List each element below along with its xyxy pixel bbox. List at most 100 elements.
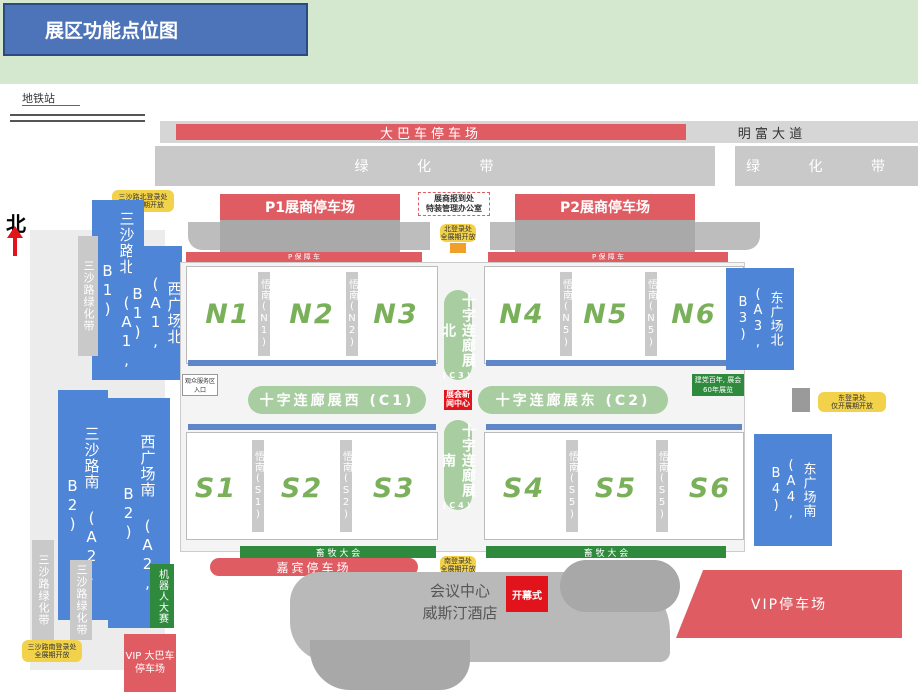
passage-s2-label: 悟南(S2) <box>340 451 352 521</box>
sansha-greenbelt-1: 三沙路绿化带 <box>78 236 98 356</box>
corridor-north-code: (C3) <box>442 371 474 380</box>
passage-s1: 悟南(S1) <box>252 440 264 532</box>
hall-s1[interactable]: S1 <box>194 472 238 504</box>
big-bus-parking: 大巴车停车场 <box>176 124 686 142</box>
passage-n1: 悟南(N1) <box>258 272 270 356</box>
husbandry-east: 畜 牧 大 会 <box>486 546 726 559</box>
passage-s2: 悟南(S2) <box>340 440 352 532</box>
sansha-south-registration: 三沙路南登录处 全展期开放 <box>22 640 82 662</box>
passage-s6: 悟南(S5) <box>656 440 668 532</box>
conference-annex <box>560 560 680 612</box>
hall-s6[interactable]: S6 <box>688 472 732 504</box>
exhibitor-checkin-office: 展商报到处 特装管理办公室 <box>418 192 490 216</box>
corridor-south[interactable]: 十字连廊展南 (C4) <box>440 420 476 510</box>
visitor-service-entrance: 观众服务区入口 <box>182 374 218 396</box>
passage-n2-label: 悟南(N2) <box>346 279 358 349</box>
passage-n1-label: 悟南(N1) <box>258 279 270 349</box>
east-registration: 东登录处 仅开展期开放 <box>818 392 886 412</box>
north-west-booths <box>188 360 436 366</box>
special-equipment-label: 特装管理办公室 <box>426 204 482 213</box>
hall-n2[interactable]: N2 <box>289 298 335 330</box>
south-west-halls <box>186 432 438 540</box>
hall-n3[interactable]: N3 <box>373 298 419 330</box>
east-reg-sub: 仅开展期开放 <box>831 402 873 410</box>
p-guarantee-east: P 保 障 车 <box>488 252 728 262</box>
husbandry-west: 畜 牧 大 会 <box>240 546 436 559</box>
passage-n5: 悟南(N5) <box>560 272 572 356</box>
hall-s3[interactable]: S3 <box>372 472 416 504</box>
east-plaza-north-label: 东广场北 (A3, B3) <box>735 287 783 351</box>
p2-building <box>515 220 695 256</box>
greenbelt-right: 绿 化 带 <box>735 146 918 186</box>
sansha-north-reg-label: 三沙路北登录处 <box>118 192 168 201</box>
passage-n5b: 悟南(N5) <box>645 272 657 356</box>
hall-s2[interactable]: S2 <box>280 472 324 504</box>
sansha-south-reg-label: 三沙路南登录处 <box>27 642 77 651</box>
corridor-east[interactable]: 十字连廊展东 (C2) <box>478 386 668 414</box>
sansha-greenbelt-3: 三沙路绿化带 <box>70 560 92 640</box>
passage-s5-label: 悟南(S5) <box>566 451 578 521</box>
exhibitor-checkin-label: 展商报到处 <box>434 193 474 203</box>
sansha-north-label: 三沙路北 (A1, B1) <box>98 210 136 370</box>
vip-parking: VIP停车场 <box>676 570 902 638</box>
metro-station: 地铁站 <box>22 90 80 106</box>
passage-n5b-label: 悟南(N5) <box>645 279 657 349</box>
north-registration: 北登录处 全展期开放 <box>440 224 476 242</box>
sansha-south-reg-sub: 全展期开放 <box>34 651 70 659</box>
hall-n4[interactable]: N4 <box>499 298 545 330</box>
news-center: 展会新闻中心 <box>444 390 472 410</box>
hall-n1[interactable]: N1 <box>205 298 251 330</box>
north-east-booths <box>486 360 742 366</box>
east-reg-label: 东登录处 <box>838 393 866 402</box>
sansha-south-label: 三沙路南 (A2, B2) <box>63 425 101 585</box>
north-gate-icon <box>450 243 466 253</box>
passage-s5: 悟南(S5) <box>566 440 578 532</box>
north-arrow-icon <box>13 236 17 256</box>
passage-s6-label: 悟南(S5) <box>656 451 668 521</box>
hall-n5[interactable]: N5 <box>583 298 629 330</box>
east-plaza-north: 东广场北 (A3, B3) <box>726 268 794 370</box>
sansha-greenbelt-1-label: 三沙路绿化带 <box>82 260 95 332</box>
sansha-greenbelt-3-label: 三沙路绿化带 <box>75 564 88 636</box>
robot-contest: 机器人大赛 <box>150 564 174 628</box>
sansha-greenbelt-2-label: 三沙路绿化带 <box>37 554 50 626</box>
east-plaza-south-label: 东广场南 (A4, B4) <box>768 458 816 522</box>
sansha-greenbelt-2: 三沙路绿化带 <box>32 540 54 640</box>
corridor-north[interactable]: 十字连廊展北 (C3) <box>440 290 476 380</box>
corridor-south-code: (C4) <box>442 501 474 510</box>
conference-center: 会议中心 <box>429 581 490 600</box>
north-arrowhead-icon <box>7 226 23 238</box>
passage-n5-label: 悟南(N5) <box>560 279 572 349</box>
south-reg-label: 南登录处 <box>444 556 472 565</box>
guest-parking: 嘉宾停车场 <box>210 558 418 576</box>
p1-parking: P1展商停车场 <box>220 194 400 220</box>
anniversary-exhibition: 建党百年, 展会60年展览 <box>692 374 744 396</box>
south-registration: 南登录处 全展期开放 <box>440 556 476 574</box>
page-title: 展区功能点位图 <box>3 3 308 56</box>
p1-building <box>220 220 400 256</box>
south-east-booths <box>486 424 742 430</box>
opening-ceremony[interactable]: 开幕式 <box>506 576 548 612</box>
robot-contest-label: 机器人大赛 <box>156 568 168 624</box>
hall-n6[interactable]: N6 <box>671 298 717 330</box>
metro-line-2 <box>10 120 145 122</box>
p2-parking: P2展商停车场 <box>515 194 695 220</box>
west-plaza-north-label: 西广场北 (A1, B1) <box>128 275 184 351</box>
west-plaza-north: 西广场北 (A1, B1) <box>129 246 184 380</box>
north-east-halls <box>484 266 744 364</box>
westin-hotel: 威斯汀酒店 <box>422 603 498 622</box>
hall-s4[interactable]: S4 <box>502 472 546 504</box>
east-building-icon <box>792 388 810 412</box>
metro-line <box>10 114 145 116</box>
sansha-south-road: 三沙路南 (A2, B2) <box>58 390 108 620</box>
passage-s1-label: 悟南(S1) <box>252 451 264 521</box>
corridor-west[interactable]: 十字连廊展西 (C1) <box>248 386 426 414</box>
greenbelt-top: 绿 化 带 <box>155 146 715 186</box>
mingfu-road: 明 富 大 道 <box>737 126 803 142</box>
east-plaza-south: 东广场南 (A4, B4) <box>754 434 832 546</box>
north-reg-sub: 全展期开放 <box>440 233 476 241</box>
passage-n2: 悟南(N2) <box>346 272 358 356</box>
hotel-wing <box>310 640 470 690</box>
south-reg-sub: 全展期开放 <box>440 565 476 573</box>
hall-s5[interactable]: S5 <box>594 472 638 504</box>
